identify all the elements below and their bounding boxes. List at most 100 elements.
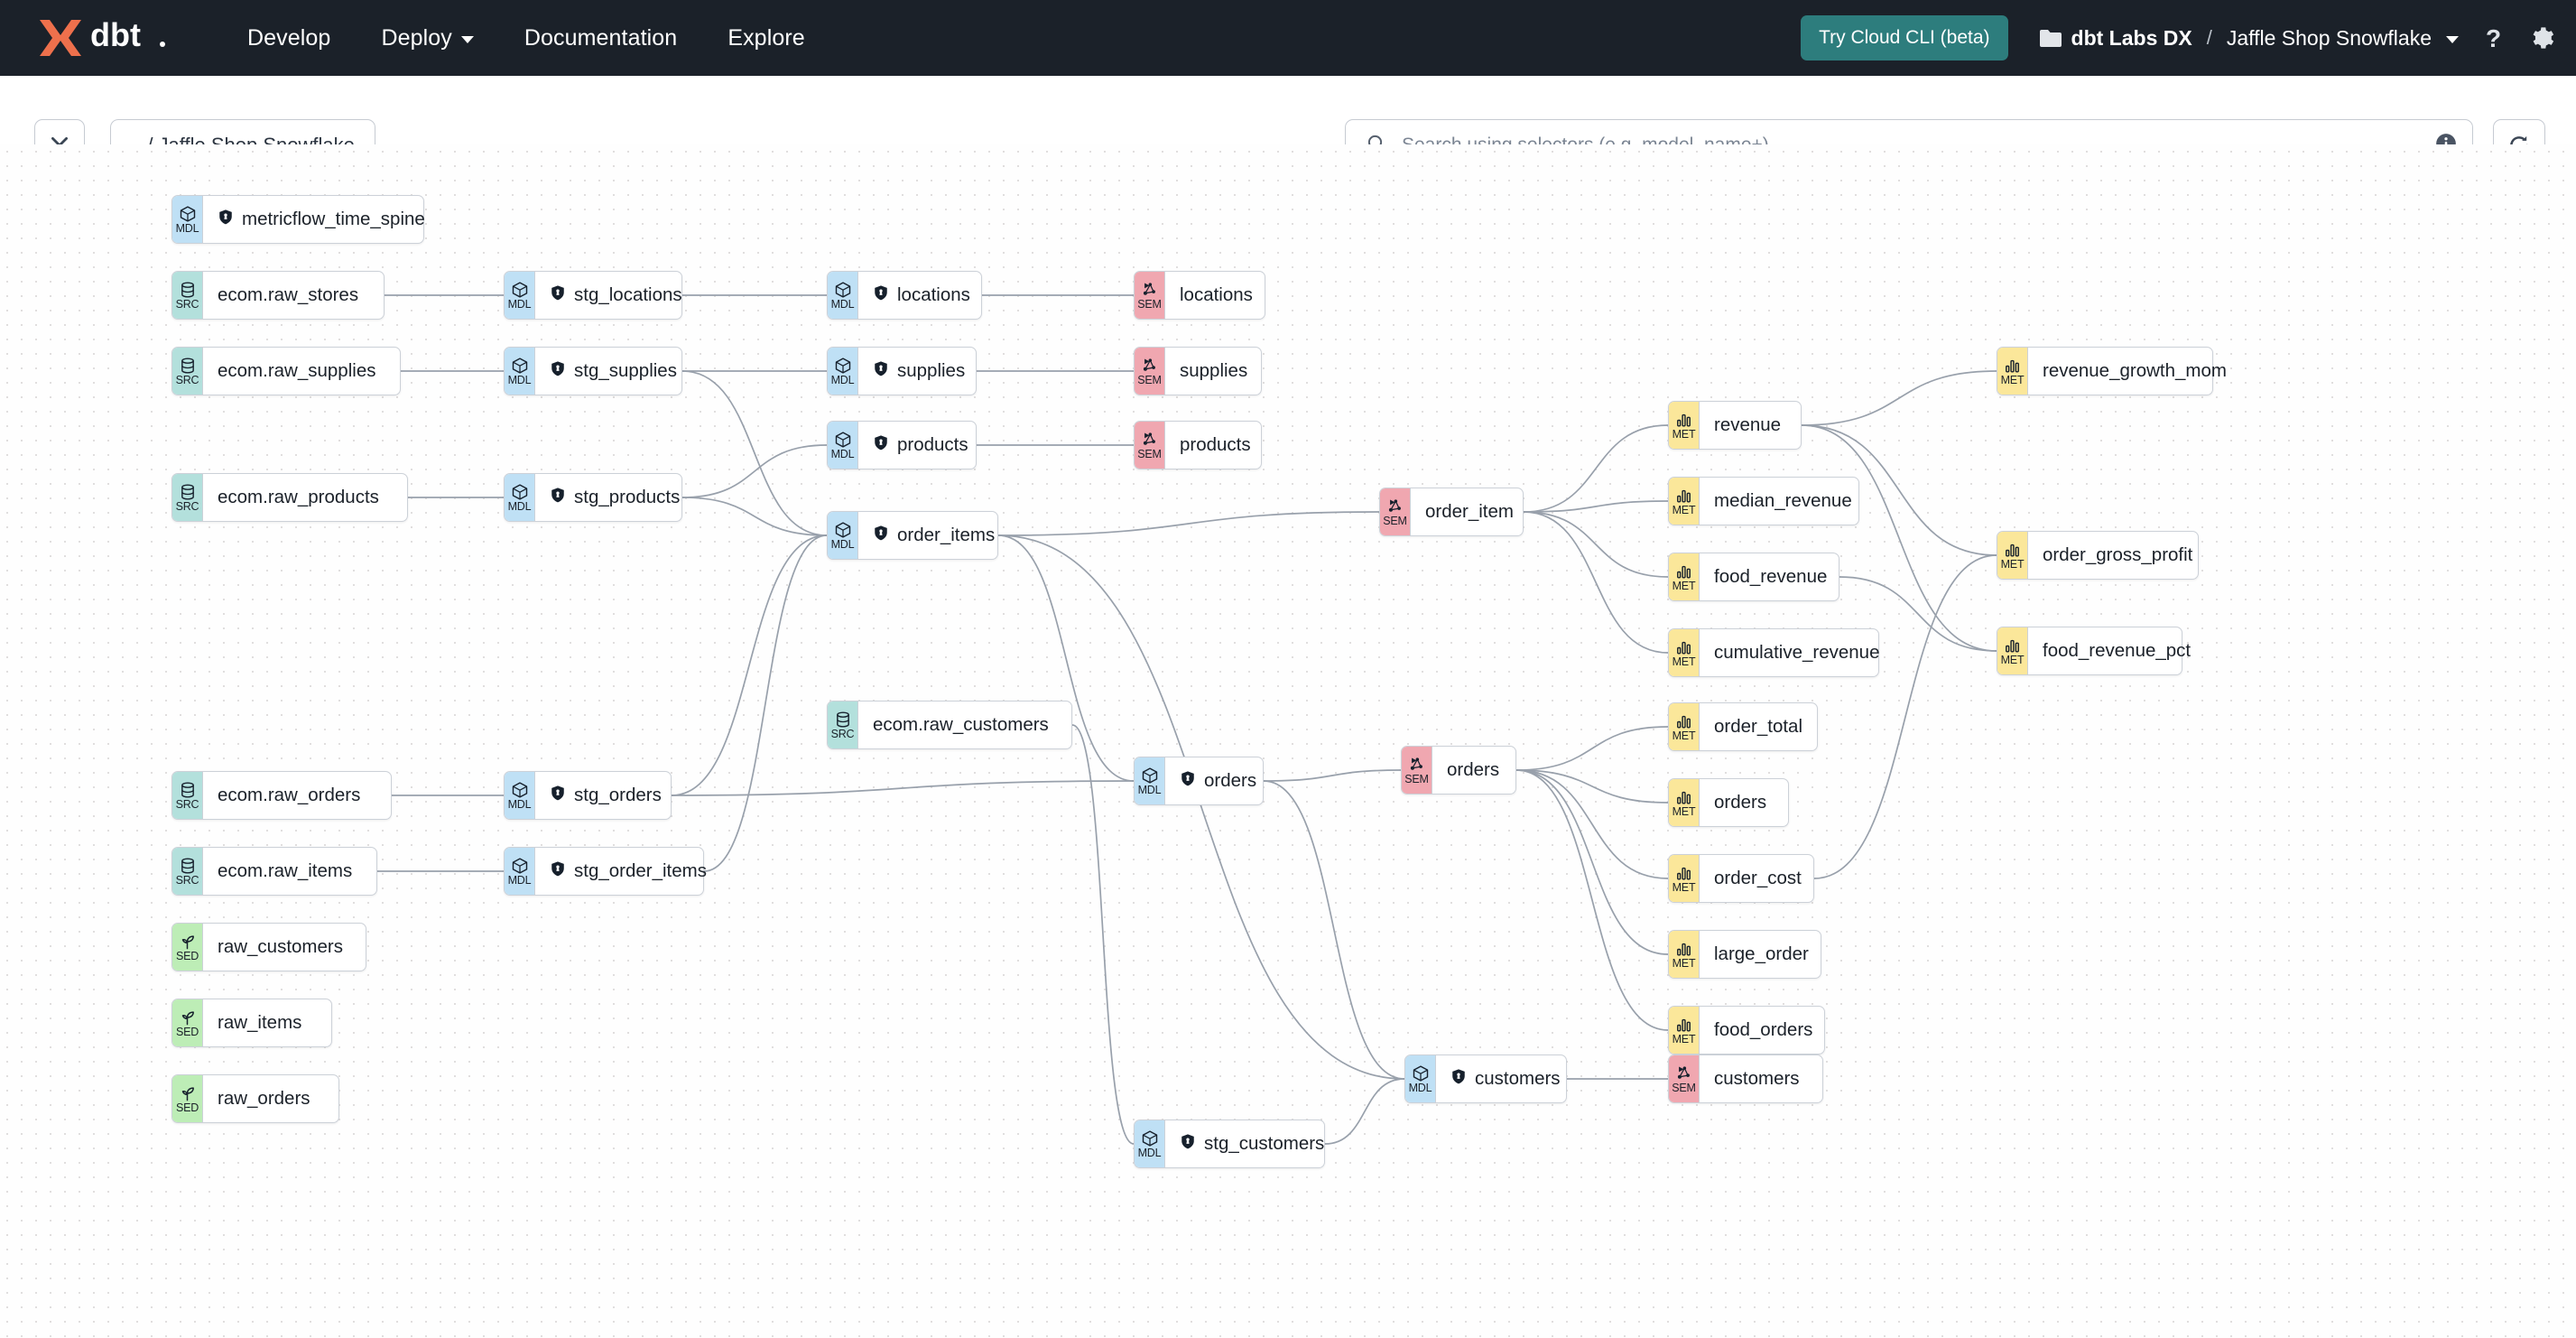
node-badge-label: MDL bbox=[830, 447, 855, 460]
graph-node-stg_locations[interactable]: MDL stg_locations bbox=[504, 271, 682, 320]
bar-chart-icon bbox=[1674, 940, 1693, 958]
node-body: stg_locations bbox=[535, 272, 700, 319]
graph-node-ecom_raw_supplies[interactable]: SRC ecom.raw_supplies bbox=[171, 347, 401, 395]
nav-link-deploy[interactable]: Deploy bbox=[356, 25, 498, 51]
node-label: stg_products bbox=[574, 487, 681, 507]
node-body: median_revenue bbox=[1700, 478, 1870, 525]
node-body: ecom.raw_items bbox=[203, 848, 370, 895]
breadcrumb-separator: / bbox=[2206, 26, 2212, 49]
graph-node-ecom_raw_products[interactable]: SRC ecom.raw_products bbox=[171, 473, 408, 522]
graph-node-products_sem[interactable]: SEM products bbox=[1134, 421, 1262, 469]
graph-node-ecom_raw_orders[interactable]: SRC ecom.raw_orders bbox=[171, 771, 392, 820]
lineage-edge bbox=[1801, 424, 1997, 556]
svg-text:?: ? bbox=[2486, 25, 2501, 51]
graph-node-metricflow_time_spine[interactable]: MDL metricflow_time_spine bbox=[171, 195, 425, 244]
graph-nodes-icon bbox=[1140, 431, 1159, 449]
lineage-graph-canvas[interactable]: MDL metricflow_time_spine SRC ecom.raw_s… bbox=[0, 144, 2576, 1338]
node-badge-label: SRC bbox=[175, 797, 199, 811]
lineage-edge bbox=[681, 444, 828, 498]
graph-node-products_mdl[interactable]: MDL products bbox=[827, 421, 977, 469]
graph-node-stg_orders[interactable]: MDL stg_orders bbox=[504, 771, 672, 820]
help-button[interactable]: ? bbox=[2482, 25, 2506, 51]
graph-node-ecom_raw_items[interactable]: SRC ecom.raw_items bbox=[171, 847, 377, 896]
node-badge-label: SRC bbox=[175, 373, 199, 386]
node-label: ecom.raw_supplies bbox=[218, 360, 376, 381]
graph-node-ecom_raw_stores[interactable]: SRC ecom.raw_stores bbox=[171, 271, 385, 320]
graph-node-orders_sem[interactable]: SEM orders bbox=[1401, 746, 1516, 794]
settings-button[interactable] bbox=[2529, 25, 2554, 51]
node-body: ecom.raw_customers bbox=[858, 702, 1067, 748]
graph-node-order_item_sem[interactable]: SEM order_item bbox=[1379, 488, 1524, 536]
cube-icon bbox=[1411, 1064, 1431, 1082]
node-label: locations bbox=[897, 284, 970, 305]
node-body: customers bbox=[1700, 1055, 1818, 1102]
graph-node-stg_order_items[interactable]: MDL stg_order_items bbox=[504, 847, 707, 896]
graph-node-orders_met[interactable]: MET orders bbox=[1668, 778, 1789, 827]
bar-chart-icon bbox=[2003, 541, 2022, 559]
shield-icon bbox=[873, 433, 889, 457]
node-body: food_revenue bbox=[1700, 553, 1845, 600]
graph-node-food_orders[interactable]: MET food_orders bbox=[1668, 1006, 1825, 1055]
node-label: customers bbox=[1714, 1068, 1800, 1089]
lineage-edge bbox=[1523, 424, 1669, 513]
graph-node-cumulative_revenue[interactable]: MET cumulative_revenue bbox=[1668, 628, 1879, 677]
node-badge-mdl: MDL bbox=[1135, 757, 1165, 804]
graph-node-order_items_mdl[interactable]: MDL order_items bbox=[827, 511, 998, 560]
node-label: customers bbox=[1475, 1068, 1561, 1089]
graph-node-order_cost[interactable]: MET order_cost bbox=[1668, 854, 1814, 903]
lineage-edge bbox=[671, 780, 1135, 796]
node-label: orders bbox=[1714, 792, 1767, 813]
try-cloud-cli-button[interactable]: Try Cloud CLI (beta) bbox=[1801, 15, 2008, 60]
graph-node-supplies_sem[interactable]: SEM supplies bbox=[1134, 347, 1262, 395]
graph-node-ecom_raw_customers[interactable]: SRC ecom.raw_customers bbox=[827, 701, 1072, 749]
graph-node-supplies_mdl[interactable]: MDL supplies bbox=[827, 347, 977, 395]
graph-node-orders_mdl[interactable]: MDL orders bbox=[1134, 757, 1264, 805]
node-label: supplies bbox=[897, 360, 966, 381]
bar-chart-icon bbox=[1674, 712, 1693, 730]
top-navigation-bar: dbt Develop Deploy Documentation Explore… bbox=[0, 0, 2576, 76]
graph-node-raw_items[interactable]: SED raw_items bbox=[171, 999, 332, 1047]
node-badge-label: MET bbox=[1672, 880, 1696, 894]
dbt-logo[interactable]: dbt bbox=[34, 14, 168, 61]
lineage-edge bbox=[1515, 726, 1669, 771]
project-breadcrumb[interactable]: dbt Labs DX / Jaffle Shop Snowflake bbox=[2039, 26, 2459, 51]
graph-node-stg_products[interactable]: MDL stg_products bbox=[504, 473, 682, 522]
graph-node-order_total[interactable]: MET order_total bbox=[1668, 702, 1818, 751]
bar-chart-icon bbox=[2003, 636, 2022, 655]
graph-node-customers_mdl[interactable]: MDL customers bbox=[1404, 1055, 1567, 1103]
node-badge-label: MET bbox=[2000, 373, 2025, 386]
graph-nodes-icon bbox=[1140, 357, 1159, 375]
graph-node-locations_sem[interactable]: SEM locations bbox=[1134, 271, 1265, 320]
graph-node-raw_orders[interactable]: SED raw_orders bbox=[171, 1074, 339, 1123]
node-label: food_revenue_pct bbox=[2043, 640, 2191, 661]
graph-node-customers_sem[interactable]: SEM customers bbox=[1668, 1055, 1823, 1103]
graph-node-stg_customers[interactable]: MDL stg_customers bbox=[1134, 1120, 1325, 1168]
node-badge-mdl: MDL bbox=[828, 348, 858, 395]
node-label: ecom.raw_orders bbox=[218, 785, 361, 805]
lineage-edge bbox=[1801, 370, 1997, 426]
nav-link-explore[interactable]: Explore bbox=[702, 25, 829, 51]
graph-node-large_order[interactable]: MET large_order bbox=[1668, 930, 1821, 979]
node-badge-label: MDL bbox=[507, 873, 532, 887]
graph-node-raw_customers[interactable]: SED raw_customers bbox=[171, 923, 366, 971]
nav-link-documentation[interactable]: Documentation bbox=[499, 25, 702, 51]
nav-link-deploy-label: Deploy bbox=[381, 24, 452, 51]
node-badge-sem: SEM bbox=[1135, 422, 1165, 469]
graph-node-food_revenue_pct[interactable]: MET food_revenue_pct bbox=[1997, 627, 2191, 675]
node-badge-met: MET bbox=[1669, 478, 1700, 525]
node-badge-mdl: MDL bbox=[828, 272, 858, 319]
shield-icon bbox=[550, 283, 566, 307]
graph-node-revenue_growth_mom[interactable]: MET revenue_growth_mom bbox=[1997, 347, 2227, 395]
node-label: median_revenue bbox=[1714, 490, 1852, 511]
graph-node-median_revenue[interactable]: MET median_revenue bbox=[1668, 477, 1859, 525]
node-body: ecom.raw_orders bbox=[203, 772, 378, 819]
graph-node-locations_mdl[interactable]: MDL locations bbox=[827, 271, 982, 320]
graph-node-food_revenue[interactable]: MET food_revenue bbox=[1668, 553, 1839, 601]
graph-node-stg_supplies[interactable]: MDL stg_supplies bbox=[504, 347, 682, 395]
graph-node-order_gross_profit[interactable]: MET order_gross_profit bbox=[1997, 531, 2199, 580]
node-body: stg_supplies bbox=[535, 348, 695, 395]
nav-link-develop[interactable]: Develop bbox=[222, 25, 356, 51]
node-label: stg_orders bbox=[574, 785, 662, 805]
graph-node-revenue[interactable]: MET revenue bbox=[1668, 401, 1802, 450]
node-label: raw_items bbox=[218, 1012, 302, 1033]
